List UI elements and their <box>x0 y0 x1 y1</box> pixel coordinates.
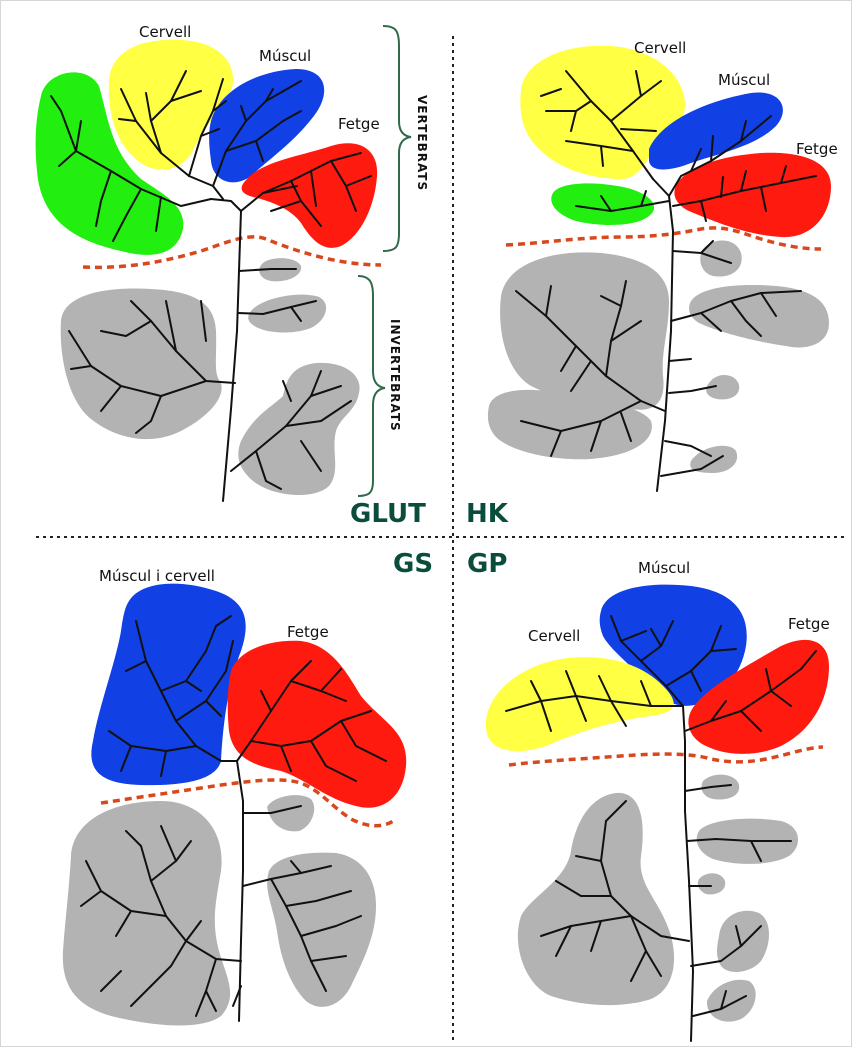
hk-gene-label: HK <box>466 499 509 529</box>
gp-invertebrate-blob-5 <box>707 980 756 1022</box>
gp-muscle-label: Múscul <box>638 559 690 577</box>
hk-invertebrate-blob-top <box>700 240 741 276</box>
gs-liver-blob <box>228 641 407 808</box>
glut-vertebrates-label: VERTEBRATS <box>415 95 429 191</box>
hk-invertebrate-blob-large <box>500 252 669 409</box>
glut-vertebrates-brace <box>383 26 411 251</box>
glut-invertebrates-brace <box>358 276 385 496</box>
panel-glut: Cervell Múscul Fetge VERTEBRATS INVERTEB… <box>36 23 429 529</box>
glut-invertebrates-label: INVERTEBRATS <box>388 319 402 432</box>
glut-gene-label: GLUT <box>350 499 426 529</box>
panel-gs: Múscul i cervell Fetge GS <box>63 549 433 1025</box>
panel-gp: Múscul Cervell Fetge GP <box>467 549 830 1041</box>
glut-brain-label: Cervell <box>139 23 191 41</box>
gp-liver-label: Fetge <box>788 615 830 633</box>
gs-gene-label: GS <box>393 549 433 579</box>
glut-muscle-label: Múscul <box>259 47 311 65</box>
glut-invertebrate-blob-lower <box>238 363 359 495</box>
gp-gene-label: GP <box>467 549 507 579</box>
panel-hk: Cervell Múscul Fetge HK <box>466 39 838 529</box>
gp-invertebrate-blob-4 <box>717 911 769 972</box>
gs-muscle-brain-blob <box>91 584 245 786</box>
hk-brain-label: Cervell <box>634 39 686 57</box>
gs-muscle-brain-label: Múscul i cervell <box>99 567 215 585</box>
hk-muscle-label: Múscul <box>718 71 770 89</box>
gs-liver-label: Fetge <box>287 623 329 641</box>
glut-liver-label: Fetge <box>338 115 380 133</box>
gp-invertebrate-blob-large <box>518 793 674 1005</box>
gp-invertebrate-blob-3 <box>698 873 725 894</box>
gp-brain-label: Cervell <box>528 627 580 645</box>
hk-liver-blob <box>674 153 831 237</box>
hk-liver-label: Fetge <box>796 140 838 158</box>
hk-other-vertebrate-blob <box>551 183 654 225</box>
gp-vertebrate-boundary-line <box>509 747 823 765</box>
